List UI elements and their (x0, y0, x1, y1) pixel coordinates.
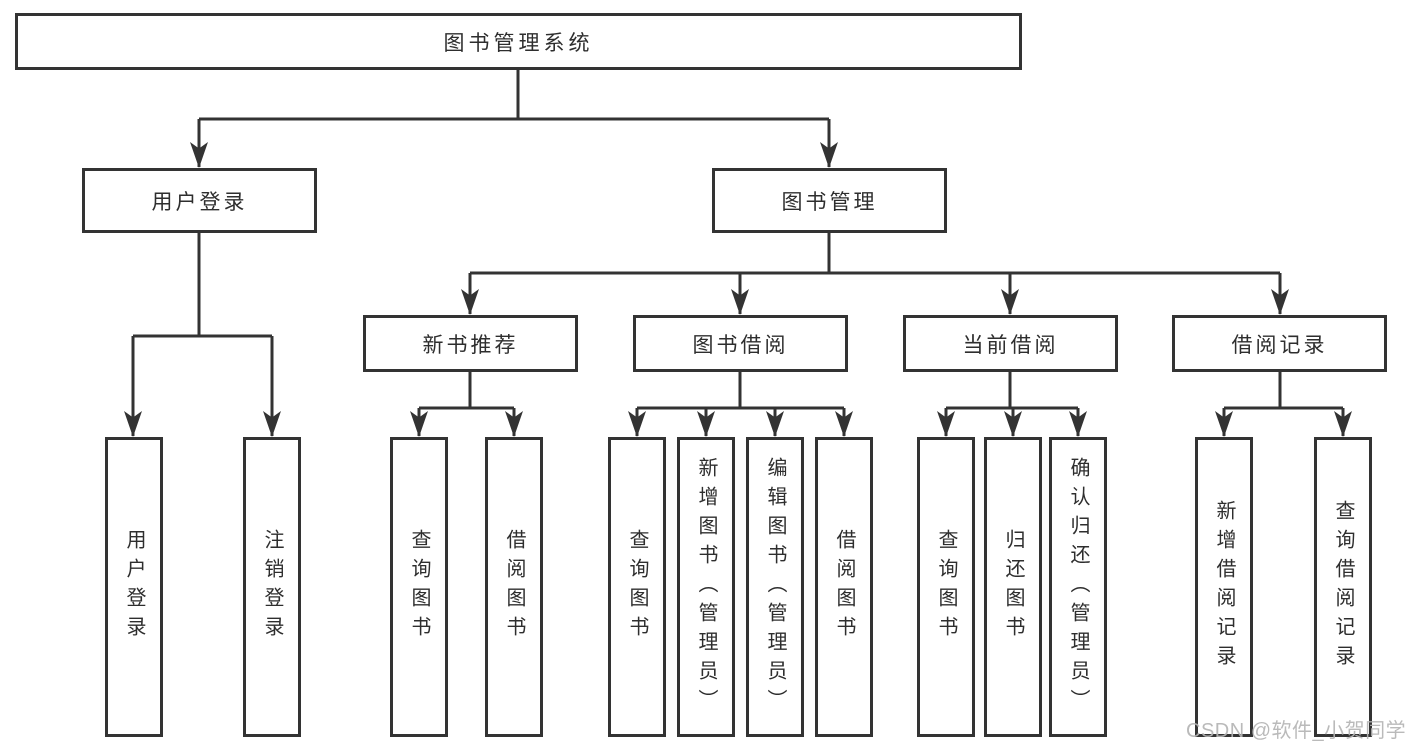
leaf-label: 查询图书 (626, 529, 648, 645)
leaf-add-borrow-record: 新增借阅记录 (1195, 437, 1253, 737)
connector-book-management-children (470, 233, 1280, 275)
connector-borrow-record-children (1224, 372, 1343, 410)
leaf-add-books-admin: 新增图书（管理员） (677, 437, 735, 737)
leaf-query-books-recommend: 查询图书 (390, 437, 448, 737)
node-current-borrowing: 当前借阅 (903, 315, 1118, 372)
connector-user-login-children (133, 233, 272, 338)
node-user-login: 用户登录 (82, 168, 317, 233)
leaf-confirm-return-admin: 确认归还（管理员） (1049, 437, 1107, 737)
leaf-edit-books-admin: 编辑图书（管理员） (746, 437, 804, 737)
leaf-label: 注销登录 (261, 529, 283, 645)
node-book-management: 图书管理 (712, 168, 947, 233)
node-book-borrowing: 图书借阅 (633, 315, 848, 372)
leaf-label: 编辑图书（管理员） (764, 456, 786, 718)
leaf-label: 查询借阅记录 (1332, 500, 1354, 674)
node-system-root: 图书管理系统 (15, 13, 1022, 70)
leaf-query-books-borrow: 查询图书 (608, 437, 666, 737)
leaf-label: 借阅图书 (833, 529, 855, 645)
leaf-return-books: 归还图书 (984, 437, 1042, 737)
connector-root-to-level2 (199, 70, 829, 121)
leaf-query-borrow-record: 查询借阅记录 (1314, 437, 1372, 737)
connector-new-book-children (419, 372, 514, 410)
leaf-label: 借阅图书 (503, 529, 525, 645)
connector-book-borrow-children (637, 372, 844, 410)
node-borrow-records: 借阅记录 (1172, 315, 1387, 372)
leaf-label: 确认归还（管理员） (1067, 456, 1089, 718)
csdn-watermark: CSDN @软件_小贺同学 (1186, 720, 1405, 742)
leaf-user-login: 用户登录 (105, 437, 163, 737)
leaf-label: 用户登录 (123, 529, 145, 645)
leaf-borrow-books: 借阅图书 (815, 437, 873, 737)
leaf-query-books-current: 查询图书 (917, 437, 975, 737)
node-new-book-recommend: 新书推荐 (363, 315, 578, 372)
leaf-logout: 注销登录 (243, 437, 301, 737)
leaf-borrow-books-recommend: 借阅图书 (485, 437, 543, 737)
leaf-label: 新增图书（管理员） (695, 456, 717, 718)
leaf-label: 查询图书 (935, 529, 957, 645)
leaf-label: 查询图书 (408, 529, 430, 645)
leaf-label: 归还图书 (1002, 529, 1024, 645)
connector-current-borrow-children (946, 372, 1078, 410)
leaf-label: 新增借阅记录 (1213, 500, 1235, 674)
